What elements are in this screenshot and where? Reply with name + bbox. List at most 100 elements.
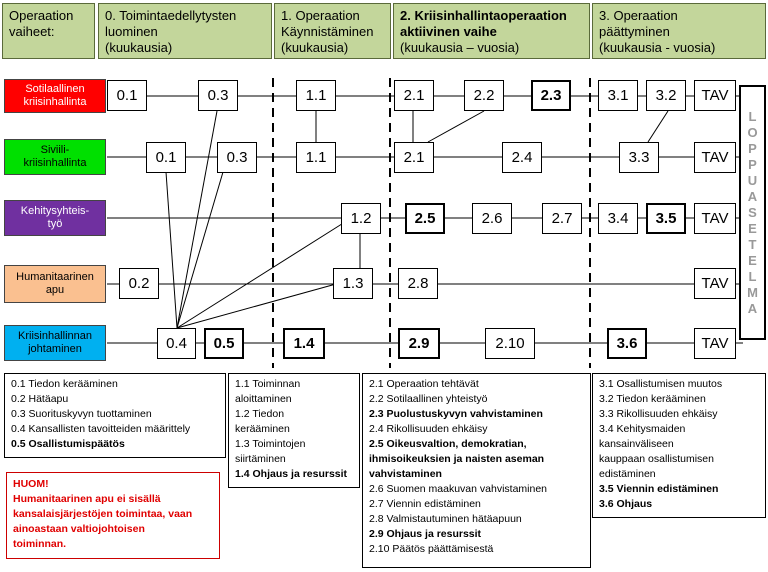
node-r1-2-2: 2.2: [464, 80, 504, 111]
node-r1-3-2: 3.2: [646, 80, 686, 111]
node-r5-0-4: 0.4: [157, 328, 196, 359]
header-phase-1-title: 1. Operaation: [281, 8, 360, 23]
list-item: 0.5 Osallistumispäätös: [11, 438, 125, 450]
header-phase-3-duration: (kuukausia - vuosia): [599, 40, 716, 55]
node-r5-2-10: 2.10: [485, 328, 535, 359]
note-line-1: Humanitaarinen apu ei sisällä: [13, 493, 161, 505]
node-r3-2-7: 2.7: [542, 203, 582, 234]
row-label-management-line2: johtaminen: [28, 343, 82, 355]
node-r5-2-9: 2.9: [398, 328, 440, 359]
note-line-4: toiminnan.: [13, 538, 67, 550]
list-phase-1: 1.1 Toiminnan aloittaminen 1.2 Tiedon kerää…: [228, 373, 360, 488]
node-r1-2-1: 2.1: [394, 80, 434, 111]
list-item: 3.2 Tiedon kerääminen: [599, 393, 706, 405]
header-phases: Operaation vaiheet:: [2, 3, 95, 59]
list-item: 0.4 Kansallisten tavoitteiden määrittely: [11, 423, 191, 435]
node-r5-1-4: 1.4: [283, 328, 325, 359]
row-label-humanitarian-line2: apu: [45, 284, 65, 296]
node-r1-0-3: 0.3: [198, 80, 238, 111]
note-line-2: kansalaisjärjestöjen toimintaa, vaan: [13, 508, 193, 520]
node-r1-3-1: 3.1: [598, 80, 638, 111]
node-r2-0-3: 0.3: [217, 142, 257, 173]
list-item: 2.5 Oikeusvaltion, demokratian,: [369, 438, 527, 450]
header-phase-0: 0. Toimintaedellytysten luominen (kuukau…: [98, 3, 272, 59]
list-phase-3: 3.1 Osallistumisen muutos 3.2 Tiedon kerä…: [592, 373, 766, 518]
loppuasetelma-box: LOPPUASETELMA: [739, 85, 766, 340]
row-label-development-line1: Kehitysyhteis-: [20, 205, 90, 217]
row-label-civilian: Siviili-kriisinhallinta: [4, 139, 106, 175]
list-item: 2.2 Sotilaallinen yhteistyö: [369, 393, 488, 405]
list-item: 2.3 Puolustuskyvyn vahvistaminen: [369, 408, 543, 420]
node-r3-3-4: 3.4: [598, 203, 638, 234]
node-r1-tav: TAV: [694, 80, 736, 111]
header-phase-2-title: 2. Kriisinhallintaoperaation: [400, 8, 567, 23]
row-label-military-line1: Sotilaallinen: [25, 83, 85, 95]
header-phases-line1: Operaation: [9, 8, 74, 23]
list-item: 2.4 Rikollisuuden ehkäisy: [369, 423, 488, 435]
list-item: vahvistaminen: [369, 468, 442, 480]
list-item: 2.8 Valmistautuminen hätäapuun: [369, 513, 522, 525]
list-item: 3.1 Osallistumisen muutos: [599, 378, 723, 390]
node-r4-tav: TAV: [694, 268, 736, 299]
header-phase-2-duration: (kuukausia – vuosia): [400, 40, 520, 55]
node-r2-0-1: 0.1: [146, 142, 186, 173]
list-item: 1.4 Ohjaus ja resurssit: [235, 468, 348, 480]
node-r3-2-6: 2.6: [472, 203, 512, 234]
node-r3-1-2: 1.2: [341, 203, 381, 234]
header-phase-3-subtitle: päättyminen: [599, 24, 670, 39]
node-r3-3-5: 3.5: [646, 203, 686, 234]
node-r3-2-5: 2.5: [405, 203, 445, 234]
list-item: 3.5 Viennin edistäminen: [599, 483, 719, 495]
node-r5-3-6: 3.6: [607, 328, 647, 359]
list-item: aloittaminen: [235, 393, 292, 405]
list-item: 3.3 Rikollisuuden ehkäisy: [599, 408, 718, 420]
row-label-development-line2: työ: [47, 218, 63, 230]
row-label-civilian-line2: kriisinhallinta: [23, 157, 87, 169]
node-r5-0-5: 0.5: [204, 328, 244, 359]
list-item: 1.1 Toiminnan: [235, 378, 301, 390]
row-label-development: Kehitysyhteis-työ: [4, 200, 106, 236]
header-phase-0-duration: (kuukausia): [105, 40, 173, 55]
header-phase-2-subtitle: aktiivinen vaihe: [400, 24, 497, 39]
header-phase-1-subtitle: Käynnistäminen: [281, 24, 374, 39]
list-item: 2.1 Operaation tehtävät: [369, 378, 479, 390]
row-label-management-line1: Kriisinhallinnan: [18, 330, 92, 342]
list-item: siirtäminen: [235, 453, 286, 465]
list-item: 1.3 Toimintojen: [235, 438, 306, 450]
header-phase-3-title: 3. Operaation: [599, 8, 678, 23]
header-phase-0-subtitle: luominen: [105, 24, 158, 39]
header-phase-3: 3. Operaation päättyminen (kuukausia - v…: [592, 3, 766, 59]
header-phase-2: 2. Kriisinhallintaoperaation aktiivinen …: [393, 3, 590, 59]
list-item: 1.2 Tiedon: [235, 408, 285, 420]
node-r5-tav: TAV: [694, 328, 736, 359]
list-item: 2.9 Ohjaus ja resurssit: [369, 528, 482, 540]
list-phase-2: 2.1 Operaation tehtävät 2.2 Sotilaallinen…: [362, 373, 591, 568]
row-label-civilian-line1: Siviili-: [40, 144, 70, 156]
list-item: kansainväliseen: [599, 438, 674, 450]
node-r1-0-1: 0.1: [107, 80, 147, 111]
note-line-3: ainoastaan valtiojohtoisen: [13, 523, 145, 535]
node-r2-1-1: 1.1: [296, 142, 336, 173]
list-item: ihmisoikeuksien ja naisten aseman: [369, 453, 545, 465]
header-phases-line2: vaiheet:: [9, 24, 55, 39]
list-item: 2.6 Suomen maakuvan vahvistaminen: [369, 483, 548, 495]
header-phase-1-duration: (kuukausia): [281, 40, 349, 55]
node-r2-2-4: 2.4: [502, 142, 542, 173]
list-item: 0.1 Tiedon kerääminen: [11, 378, 118, 390]
list-item: kauppaan osallistumisen: [599, 453, 714, 465]
row-label-military-line2: kriisinhallinta: [23, 96, 87, 108]
node-r4-0-2: 0.2: [119, 268, 159, 299]
row-label-humanitarian-line1: Humanitaarinen: [16, 271, 94, 283]
list-item: 0.2 Hätäapu: [11, 393, 69, 405]
node-r2-tav: TAV: [694, 142, 736, 173]
list-item: kerääminen: [235, 423, 290, 435]
node-r2-2-1: 2.1: [394, 142, 434, 173]
list-item: 2.10 Päätös päättämisestä: [369, 543, 494, 555]
note-box: HUOM! Humanitaarinen apu ei sisällä kans…: [6, 472, 220, 559]
node-r4-1-3: 1.3: [333, 268, 373, 299]
note-title: HUOM!: [13, 478, 49, 490]
node-r3-tav: TAV: [694, 203, 736, 234]
